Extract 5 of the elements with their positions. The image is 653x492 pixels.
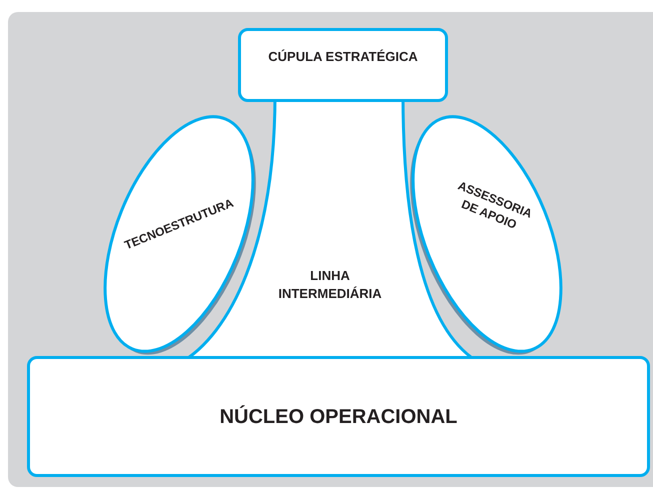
rectangle-box xyxy=(27,356,650,477)
node-label: CÚPULA ESTRATÉGICA xyxy=(267,48,419,66)
node-label: LINHA INTERMEDIÁRIA xyxy=(277,267,383,302)
node-label: NÚCLEO OPERACIONAL xyxy=(218,404,458,430)
rectangle-box xyxy=(238,28,448,102)
